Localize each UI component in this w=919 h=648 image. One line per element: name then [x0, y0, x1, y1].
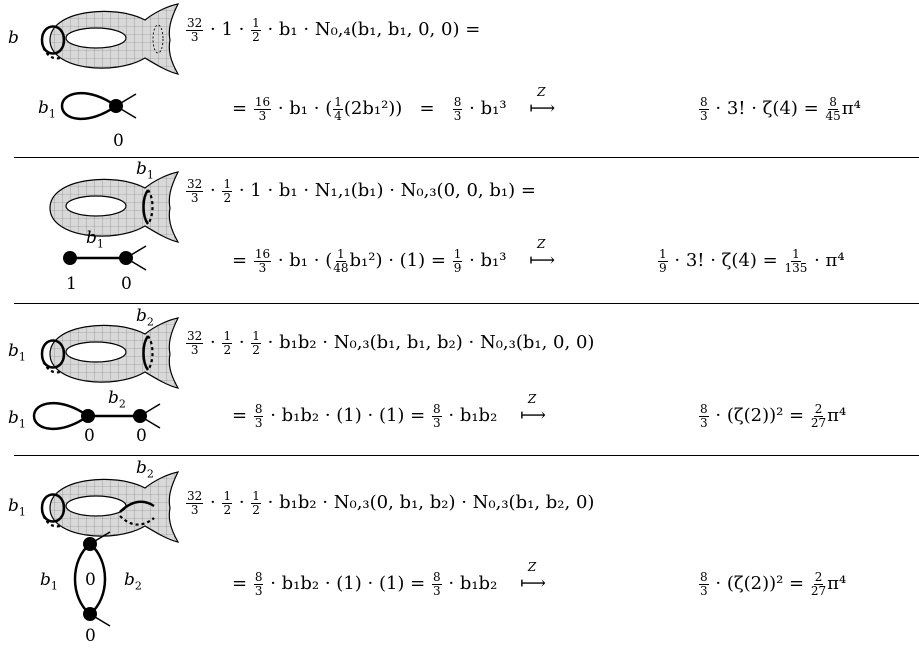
row-separator [14, 157, 919, 158]
graph-loop-1 [60, 91, 137, 121]
surface-label: b1 [8, 341, 26, 364]
graph-double-edge-4 [73, 531, 111, 627]
torus-surface-1 [40, 3, 180, 75]
graph-label: b2 [124, 570, 142, 593]
torus-surface-2 [49, 171, 180, 243]
row-separator [14, 303, 919, 304]
graph-label: b1 [8, 408, 26, 431]
vertex-genus-label: 0 [136, 426, 147, 446]
vertex-genus-label: 0 [121, 274, 132, 294]
graph-edge-label: b1 [86, 228, 104, 251]
vertex-genus-label: 0 [84, 426, 95, 446]
graph-edge-2 [63, 245, 147, 271]
mapsto-arrow: Z⟼ [529, 237, 555, 272]
mapsto-arrow: Z⟼ [520, 560, 546, 595]
graph-label: b1 [40, 570, 58, 593]
graph-edge-label: b2 [108, 388, 126, 411]
vertex-genus-label: 0 [85, 626, 96, 646]
surface-label: b2 [136, 458, 154, 481]
surface-label: b [8, 28, 19, 48]
torus-surface-3 [40, 317, 180, 389]
graph-loop-edge-3 [32, 401, 161, 431]
vertex-genus-label: 0 [85, 570, 96, 590]
torus-surface-4 [40, 471, 180, 543]
surface-label: b1 [136, 159, 154, 182]
mapsto-arrow: Z⟼ [520, 392, 546, 427]
graph-label: b1 [38, 98, 56, 121]
surface-label: b2 [136, 306, 154, 329]
row-separator [14, 455, 919, 456]
vertex-genus-label: 1 [66, 274, 77, 294]
vertex-genus-label: 0 [113, 131, 124, 151]
mapsto-arrow: Z⟼ [529, 85, 555, 120]
surface-label: b1 [8, 496, 26, 519]
